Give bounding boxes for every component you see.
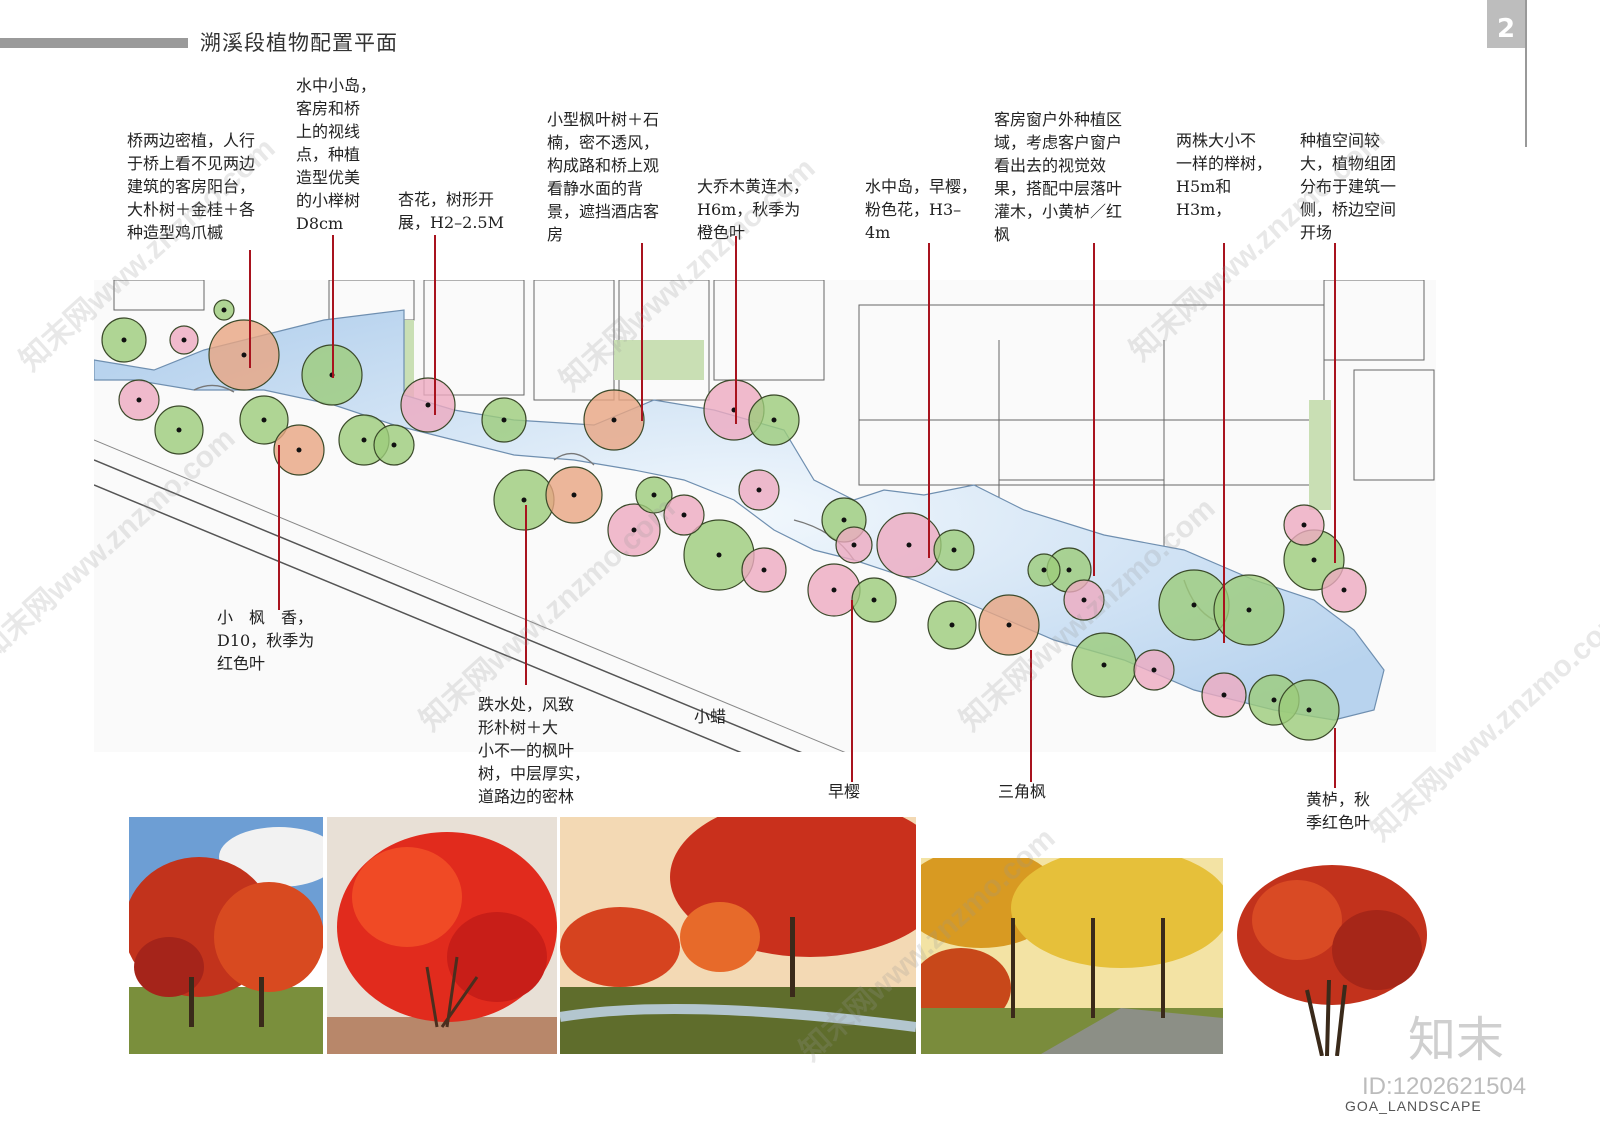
photo-graphic <box>327 817 557 1054</box>
tree-trunk-dot <box>851 542 857 548</box>
tree-trunk-dot <box>1306 707 1312 713</box>
note-pistacia: 大乔木黄连木， H6m，秋季为 橙色叶 <box>697 177 810 242</box>
tree-trunk-dot <box>1221 692 1227 698</box>
tree-trunk-dot <box>761 567 767 573</box>
note-trident-maple: 三角枫 <box>998 782 1047 801</box>
leader-line <box>1334 243 1336 563</box>
photo-red-shrub <box>327 817 557 1054</box>
tree-trunk-dot <box>681 512 687 518</box>
tree-trunk-dot <box>1271 697 1277 703</box>
tree-trunk-dot <box>1006 622 1012 628</box>
note-island-cherry: 水中岛，早樱， 粉色花，H3– 4m <box>865 177 978 242</box>
note-waterfall: 跌水处，风致 形朴树＋大 小不一的枫叶 树，中层厚实， 道路边的密林 <box>478 695 591 806</box>
leader-line <box>278 445 280 610</box>
photo-graphic <box>921 858 1223 1054</box>
brand-logo: 知末 <box>1408 1012 1505 1068</box>
tree-trunk-dot <box>1151 667 1157 673</box>
tree-canopies <box>101 299 1367 741</box>
tree-trunk-dot <box>1081 597 1087 603</box>
leader-line <box>641 243 643 421</box>
note-apricot: 杏花，树形开 展，H2–2.5M <box>398 190 504 232</box>
tree-trunk-dot <box>181 337 187 343</box>
leader-line <box>1223 243 1225 643</box>
note-planting-space: 种植空间较 大，植物组团 分布于建筑一 侧，桥边空间 开场 <box>1300 131 1397 242</box>
leader-line <box>735 236 737 424</box>
page-number-tab: 2 <box>1487 0 1525 48</box>
tree-trunk-dot <box>391 442 397 448</box>
header-bar <box>0 38 188 48</box>
leader-line <box>851 600 853 782</box>
tree-trunk-dot <box>221 307 227 313</box>
leader-line <box>525 505 527 685</box>
note-window-area: 客房窗户外种植区 域，考虑客户窗户 看出去的视觉效 果，搭配中层落叶 灌木，小黄… <box>994 110 1123 244</box>
tree-trunk-dot <box>521 497 527 503</box>
tree-trunk-dot <box>631 527 637 533</box>
leader-line <box>434 235 436 415</box>
tree-trunk-dot <box>756 487 762 493</box>
image-id: ID:1202621504 <box>1362 1073 1527 1100</box>
photo-red-tree-sky <box>129 817 323 1054</box>
grass-bed <box>1309 400 1331 510</box>
planting-plan <box>94 280 1436 752</box>
photo-single-tree <box>1227 860 1437 1056</box>
note-privet: 小蜡 <box>694 707 727 726</box>
photo-autumn-avenue <box>921 858 1223 1054</box>
tree-trunk-dot <box>296 447 302 453</box>
tree-trunk-dot <box>176 427 182 433</box>
tree-trunk-dot <box>1246 607 1252 613</box>
photo-graphic <box>129 817 323 1054</box>
tree-trunk-dot <box>425 402 431 408</box>
tree-trunk-dot <box>949 622 955 628</box>
leader-line <box>249 250 251 368</box>
tree-trunk-dot <box>1341 587 1347 593</box>
tree-trunk-dot <box>651 492 657 498</box>
leader-line <box>928 243 930 558</box>
tree-trunk-dot <box>501 417 507 423</box>
note-early-cherry: 早樱 <box>828 782 861 801</box>
page-title: 溯溪段植物配置平面 <box>200 31 398 55</box>
leader-line <box>1030 650 1032 782</box>
tree-trunk-dot <box>1066 567 1072 573</box>
note-island-zelkova: 水中小岛， 客房和桥 上的视线 点，种植 造型优美 的小榉树 D8cm <box>296 76 377 233</box>
page-edge-line <box>1525 0 1527 147</box>
note-liquidambar: 小 枫 香， D10，秋季为 红色叶 <box>217 608 315 673</box>
leader-line <box>332 235 334 378</box>
tree-trunk-dot <box>1301 522 1307 528</box>
tree-trunk-dot <box>1311 557 1317 563</box>
note-smoke-tree: 黄栌，秋 季红色叶 <box>1306 790 1371 832</box>
tree-trunk-dot <box>1041 567 1047 573</box>
tree-trunk-dot <box>121 337 127 343</box>
tree-trunk-dot <box>831 587 837 593</box>
note-bridge-planting: 桥两边密植，人行 于桥上看不见两边 建筑的客房阳台， 大朴树＋金桂＋各 种造型鸡… <box>127 131 256 242</box>
building-linework <box>113 280 1435 551</box>
tree-trunk-dot <box>241 352 247 358</box>
leader-line <box>1093 243 1095 576</box>
tree-trunk-dot <box>571 492 577 498</box>
planting-plan-drawing <box>94 280 1435 752</box>
photo-graphic <box>560 817 916 1054</box>
tree-trunk-dot <box>1191 602 1197 608</box>
note-two-zelkova: 两株大小不 一样的榉树， H5m和H3m， <box>1176 131 1273 219</box>
tree-trunk-dot <box>771 417 777 423</box>
footer-brand: GOA_LANDSCAPE <box>1345 1098 1482 1114</box>
tree-trunk-dot <box>906 542 912 548</box>
note-small-maple: 小型枫叶树＋石 楠，密不透风， 构成路和桥上观 看静水面的背 景，遮挡酒店客 房 <box>547 110 660 244</box>
tree-trunk-dot <box>1101 662 1107 668</box>
tree-trunk-dot <box>361 437 367 443</box>
tree-trunk-dot <box>136 397 142 403</box>
leader-line <box>1334 728 1336 788</box>
tree-trunk-dot <box>871 597 877 603</box>
tree-trunk-dot <box>951 547 957 553</box>
tree-trunk-dot <box>611 417 617 423</box>
tree-trunk-dot <box>841 517 847 523</box>
grass-bed <box>614 340 704 380</box>
photo-maple-garden <box>560 817 916 1054</box>
tree-trunk-dot <box>716 552 722 558</box>
photo-graphic <box>1227 860 1437 1056</box>
tree-trunk-dot <box>261 417 267 423</box>
